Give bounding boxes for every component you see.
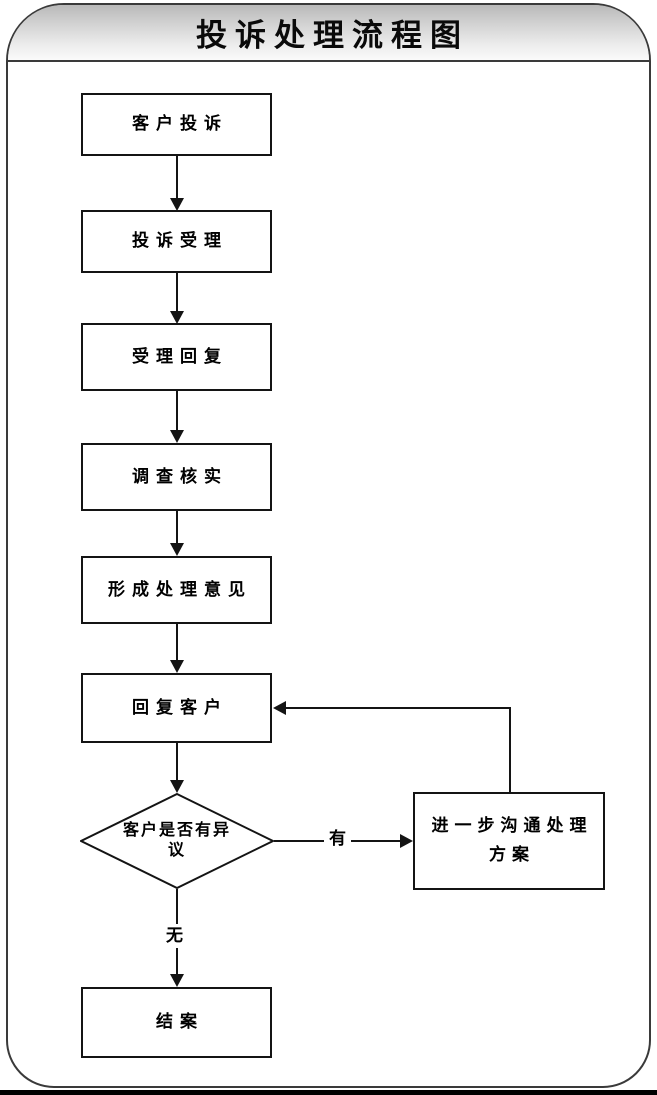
connector-4-arrowhead-down-icon	[170, 543, 184, 556]
node-investigate-verify: 调查核实	[81, 443, 272, 511]
node-customer-complaint: 客户投诉	[81, 93, 272, 156]
feedback-horizontal-line	[283, 707, 511, 709]
connector-6-line	[176, 743, 178, 781]
connector-2-arrowhead-down-icon	[170, 311, 184, 324]
decision-diamond-shape	[80, 793, 274, 889]
connector-6-arrowhead-down-icon	[170, 780, 184, 793]
flowchart-frame: 投诉处理流程图	[6, 3, 651, 1088]
node-further-communicate-label: 进一步沟通处理方案	[431, 816, 593, 864]
node-complaint-accept: 投诉受理	[81, 210, 272, 273]
connector-no-arrowhead-down-icon	[170, 974, 184, 987]
connector-1-line	[176, 156, 178, 199]
page-title: 投诉处理流程图	[196, 18, 469, 53]
connector-1-arrowhead-down-icon	[170, 198, 184, 211]
edge-label-no: 无	[161, 924, 188, 949]
bottom-border-bar	[0, 1090, 657, 1095]
node-form-opinion: 形成处理意见	[81, 556, 272, 624]
node-close-case: 结案	[81, 987, 272, 1058]
connector-2-line	[176, 273, 178, 312]
node-further-communicate: 进一步沟通处理方案	[413, 792, 605, 890]
node-reply-customer: 回复客户	[81, 673, 272, 743]
connector-4-line	[176, 511, 178, 544]
connector-5-line	[176, 624, 178, 661]
connector-3-line	[176, 391, 178, 431]
flowchart-header: 投诉处理流程图	[8, 5, 649, 62]
connector-3-arrowhead-down-icon	[170, 430, 184, 443]
feedback-arrowhead-left-icon	[273, 701, 286, 715]
feedback-vertical-line	[509, 707, 511, 792]
connector-yes-arrowhead-right-icon	[400, 834, 413, 848]
connector-5-arrowhead-down-icon	[170, 660, 184, 673]
node-accept-reply: 受理回复	[81, 323, 272, 391]
edge-label-yes: 有	[324, 827, 351, 852]
